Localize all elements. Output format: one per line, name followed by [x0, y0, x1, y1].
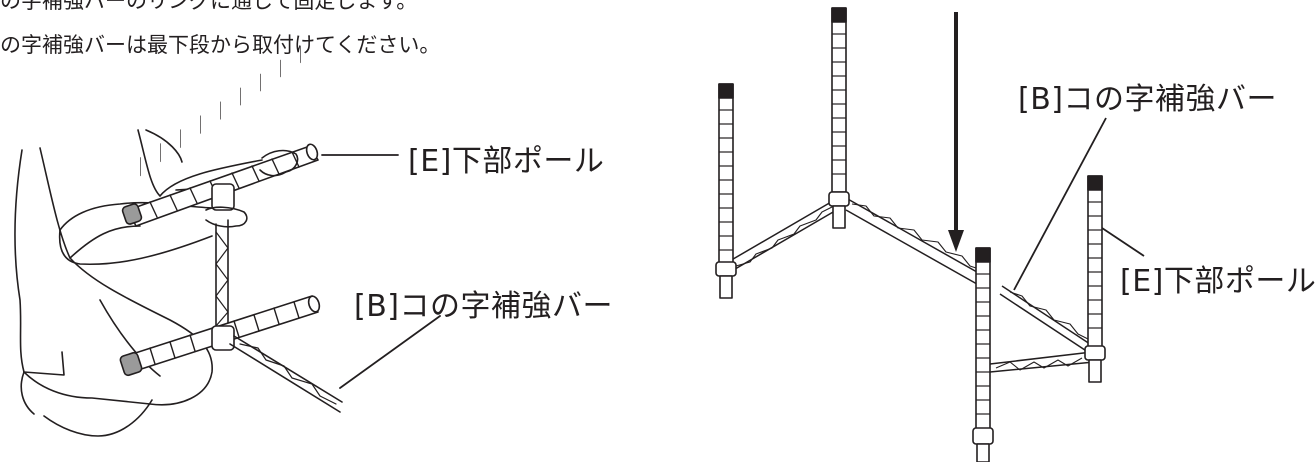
pole-front-middle [972, 247, 994, 462]
instruction-line-2: の字補強バーは最下段から取付けてください。 [0, 33, 441, 57]
reinforcement-bar-frame [727, 197, 1097, 373]
down-arrow-icon [948, 12, 964, 252]
right-figure [715, 7, 1145, 462]
label-lower-pole-right: [E]下部ポール [1120, 264, 1316, 299]
label-reinforcement-bar-right: [B]コの字補強バー [1018, 82, 1277, 117]
hands [205, 149, 299, 228]
lower-lower-pole [119, 295, 321, 377]
vertical-reinforcement-bar [211, 183, 235, 329]
pole-front-left [715, 83, 737, 299]
leader-line-pole-right [1101, 227, 1145, 257]
left-reinforcement-bar [229, 335, 343, 413]
instruction-line-1: の字補強バーのリングに通して固定します。 [0, 0, 418, 13]
pole-back-left [828, 7, 850, 229]
leader-line-bar-left [339, 315, 441, 389]
label-lower-pole-left: [E]下部ポール [408, 144, 605, 179]
left-figure [14, 39, 441, 437]
label-reinforcement-bar-left: [B]コの字補強バー [354, 289, 613, 324]
leader-line-bar-right [1013, 117, 1107, 291]
pole-right [1084, 175, 1106, 383]
